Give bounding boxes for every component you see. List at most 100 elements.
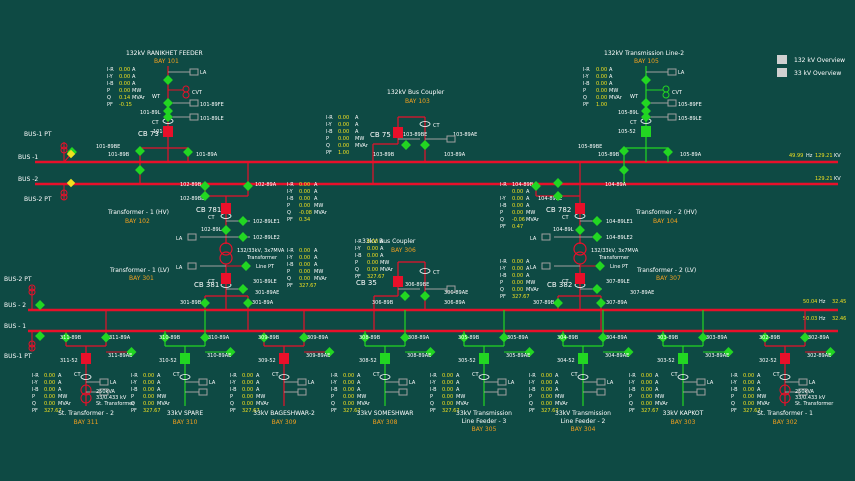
svg-text:MW: MW xyxy=(609,88,618,94)
bus1-pt-earth[interactable] xyxy=(66,149,76,159)
bay307-89b-isolator[interactable] xyxy=(553,298,563,308)
bay103-cb75[interactable] xyxy=(393,127,403,138)
bay307-89le-isolator[interactable] xyxy=(592,284,602,294)
tx2-line-pt-isolator[interactable] xyxy=(595,261,605,271)
bay101-isolator-top[interactable] xyxy=(163,75,173,85)
overview-132kv-button[interactable]: 132 kV Overview xyxy=(777,55,845,64)
feeder-310-89b-isolator[interactable] xyxy=(160,332,170,343)
feeder-302-89a-isolator[interactable] xyxy=(800,332,810,343)
bay105-isolator-top[interactable] xyxy=(641,75,651,85)
feeder-308-89a-isolator[interactable] xyxy=(400,332,410,343)
bay101-89fe-earth-icon[interactable] xyxy=(189,99,199,107)
bay101-89le-earth-icon[interactable] xyxy=(189,113,199,121)
bay104-89a-isolator[interactable] xyxy=(553,178,563,188)
feeder-305-meas-iy-label: I-Y xyxy=(430,380,437,386)
svg-text:MVAr: MVAr xyxy=(609,95,623,101)
feeder-308-breaker[interactable] xyxy=(380,353,390,364)
feeder-309-earth-icon[interactable] xyxy=(297,388,307,396)
feeder-309-breaker[interactable] xyxy=(279,353,289,364)
feeder-310-meas-ir-unit: A xyxy=(157,373,161,379)
bay306-cb35[interactable] xyxy=(393,276,403,287)
feeder-311-earth-icon[interactable] xyxy=(99,388,109,396)
feeder-303-earth-icon[interactable] xyxy=(696,388,706,396)
svg-text:I-B: I-B xyxy=(355,253,362,259)
feeder-302-earth-icon[interactable] xyxy=(798,388,808,396)
bay105-89b-isolator[interactable] xyxy=(619,165,629,175)
feeder-309-89a-isolator[interactable] xyxy=(299,332,309,343)
bay102-89a-isolator[interactable] xyxy=(243,181,253,191)
bay103-89ae-earth-icon[interactable] xyxy=(446,135,456,143)
bay102-89l-isolator[interactable] xyxy=(221,225,231,235)
svg-text:I-Y: I-Y xyxy=(500,196,507,202)
feeder-303-breaker[interactable] xyxy=(678,353,688,364)
feeder-309-89b-isolator[interactable] xyxy=(259,332,269,343)
bay307-89a-isolator[interactable] xyxy=(596,298,606,308)
bay306-89b-isolator[interactable] xyxy=(400,291,410,301)
feeder-305-89b-isolator[interactable] xyxy=(459,332,469,343)
feeder-303-89a-isolator[interactable] xyxy=(698,332,708,343)
svg-text:I-B: I-B xyxy=(287,196,294,202)
bay103-89a-isolator[interactable] xyxy=(420,140,430,150)
feeder-304-breaker[interactable] xyxy=(578,353,588,364)
bay307-cb382[interactable] xyxy=(575,273,585,284)
feeder-304-89b-isolator[interactable] xyxy=(558,332,568,343)
bay102-89b-isolator[interactable] xyxy=(200,181,210,191)
bay102-89le1-isolator[interactable] xyxy=(238,216,248,226)
feeder-303-89b-isolator[interactable] xyxy=(658,332,668,343)
bus2-pt-earth[interactable] xyxy=(66,178,76,188)
bay102-89le2-isolator[interactable] xyxy=(238,232,248,242)
feeder-308-meas-q-value: 0.00 xyxy=(343,401,354,407)
bay105-cb[interactable] xyxy=(641,126,651,137)
feeder-304-89ae-isolator[interactable] xyxy=(623,347,634,357)
bay104-cb782[interactable] xyxy=(575,203,585,214)
feeder-308-89ae-isolator[interactable] xyxy=(425,347,436,357)
feeder-311-breaker[interactable] xyxy=(81,353,91,364)
bay105-89le-isolator[interactable] xyxy=(641,112,651,122)
bay104-89l-isolator[interactable] xyxy=(575,225,585,235)
feeder-308-earth-icon[interactable] xyxy=(398,388,408,396)
lv-bus2-pt-isolator[interactable] xyxy=(35,300,45,310)
svg-text:0.00: 0.00 xyxy=(299,255,310,261)
lv-bus1-pt-isolator[interactable] xyxy=(35,331,45,341)
feeder-302-89b-isolator[interactable] xyxy=(760,332,770,343)
feeder-305-earth-icon[interactable] xyxy=(497,388,507,396)
feeder-311-ct-icon xyxy=(80,374,92,380)
bay105-89fe-earth-icon[interactable] xyxy=(667,99,677,107)
bay102-cb781[interactable] xyxy=(221,203,231,214)
tx1-line-pt-isolator[interactable] xyxy=(241,261,251,271)
feeder-308-89b-isolator[interactable] xyxy=(360,332,370,343)
feeder-305-breaker[interactable] xyxy=(479,353,489,364)
feeder-310-89a-isolator[interactable] xyxy=(200,332,210,343)
svg-text:BAY 102: BAY 102 xyxy=(125,218,150,225)
feeder-302-breaker[interactable] xyxy=(780,353,790,364)
feeder-305-89a-isolator[interactable] xyxy=(499,332,509,343)
feeder-309-89ae-isolator[interactable] xyxy=(324,347,335,357)
feeder-303-89ae-isolator[interactable] xyxy=(723,347,734,357)
bay104-89le2-isolator[interactable] xyxy=(592,232,602,242)
bay105-89le-earth-icon[interactable] xyxy=(667,113,677,121)
bay306-89a-isolator[interactable] xyxy=(420,291,430,301)
feeder-304-earth-icon[interactable] xyxy=(596,388,606,396)
bay101-cb73[interactable] xyxy=(163,126,173,137)
feeder-304-89a-isolator[interactable] xyxy=(598,332,608,343)
bay103-89b-isolator[interactable] xyxy=(401,140,411,150)
feeder-311-89ae-isolator[interactable] xyxy=(126,347,137,357)
bay101-89b-isolator[interactable] xyxy=(135,165,145,175)
feeder-310-la-icon xyxy=(198,378,208,386)
bay301-cb381[interactable] xyxy=(221,273,231,284)
svg-text:103-89A: 103-89A xyxy=(444,152,466,158)
feeder-302-89ae-isolator[interactable] xyxy=(825,347,836,357)
bay104-89le1-isolator[interactable] xyxy=(592,216,602,226)
bay301-89le-isolator[interactable] xyxy=(238,284,248,294)
feeder-310-89ae-isolator[interactable] xyxy=(225,347,236,357)
svg-text:P: P xyxy=(326,136,329,142)
bay301-89b-isolator[interactable] xyxy=(200,298,210,308)
feeder-303-meas-q-unit: MVAr xyxy=(655,401,669,407)
feeder-310-breaker[interactable] xyxy=(180,353,190,364)
feeder-305-89ae-isolator[interactable] xyxy=(524,347,535,357)
svg-text:132kV Bus Coupler: 132kV Bus Coupler xyxy=(387,89,445,96)
feeder-310-earth-icon[interactable] xyxy=(198,388,208,396)
overview-33kv-button[interactable]: 33 kV Overview xyxy=(777,68,841,77)
bay306-89ae-earth-icon[interactable] xyxy=(446,285,456,293)
bay101-89le-isolator[interactable] xyxy=(163,112,173,122)
